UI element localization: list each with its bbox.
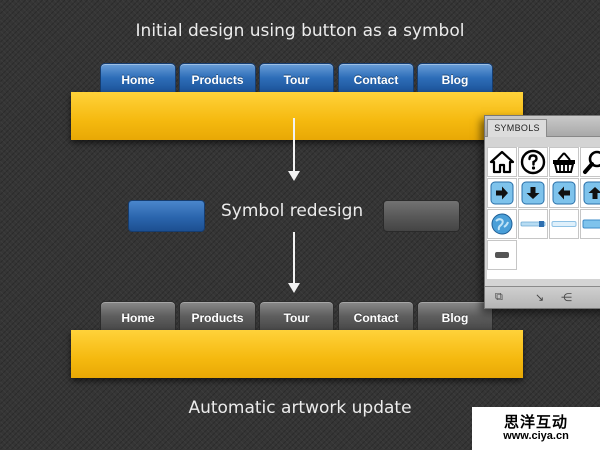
yellow-header-bar-initial [71, 92, 523, 140]
help-icon[interactable] [518, 147, 548, 177]
symbols-panel: SYMBOLS [484, 115, 600, 309]
symbols-grid [487, 147, 600, 279]
blue-button-symbol [128, 200, 205, 232]
tab-symbols[interactable]: SYMBOLS [487, 119, 547, 137]
nav-home-button[interactable]: Home [100, 301, 176, 333]
nav-products-button[interactable]: Products [179, 63, 256, 95]
nav-tour-button[interactable]: Tour [259, 63, 334, 95]
arrow-left-icon[interactable] [549, 178, 579, 208]
nav-contact-button[interactable]: Contact [338, 63, 414, 95]
gray-button-icon[interactable] [487, 240, 517, 270]
nav-blog-button[interactable]: Blog [417, 63, 493, 95]
magnifier-icon[interactable] [580, 147, 600, 177]
nav-home-button[interactable]: Home [100, 63, 176, 95]
break-link-icon[interactable]: ↘ [535, 292, 545, 304]
nav-blog-button[interactable]: Blog [417, 301, 493, 333]
panel-footer: ⧉ ↘ ⋲ [485, 286, 600, 308]
logo-url: www.ciya.cn [503, 430, 569, 442]
slider-blue-icon[interactable] [518, 209, 548, 239]
basket-icon[interactable] [549, 147, 579, 177]
bottom-caption: Automatic artwork update [188, 398, 412, 418]
arrow-right-icon[interactable] [487, 178, 517, 208]
nav-tour-button[interactable]: Tour [259, 301, 334, 333]
nav-products-button[interactable]: Products [179, 301, 256, 333]
site-logo: 思洋互动 www.ciya.cn [472, 407, 600, 450]
symbol-redesign-label: Symbol redesign [221, 201, 364, 221]
nav-contact-button[interactable]: Contact [338, 301, 414, 333]
bar-light-icon[interactable] [549, 209, 579, 239]
arrow-down-icon[interactable] [518, 178, 548, 208]
arrow-up-icon[interactable] [580, 178, 600, 208]
globe-icon[interactable] [487, 209, 517, 239]
place-symbol-icon[interactable]: ⧉ [495, 291, 503, 303]
down-arrow-icon [288, 283, 300, 293]
yellow-header-bar-updated [71, 330, 523, 378]
down-arrow-icon [288, 171, 300, 181]
symbol-options-icon[interactable]: ⋲ [561, 292, 572, 304]
down-arrow-line-2 [293, 232, 295, 284]
logo-chinese-text: 思洋互动 [503, 414, 568, 431]
panel-header: SYMBOLS [485, 116, 600, 137]
top-caption: Initial design using button as a symbol [135, 21, 465, 41]
bar-blue-icon[interactable] [580, 209, 600, 239]
down-arrow-line-1 [293, 118, 295, 172]
gray-button-symbol [383, 200, 460, 232]
home-icon[interactable] [487, 147, 517, 177]
